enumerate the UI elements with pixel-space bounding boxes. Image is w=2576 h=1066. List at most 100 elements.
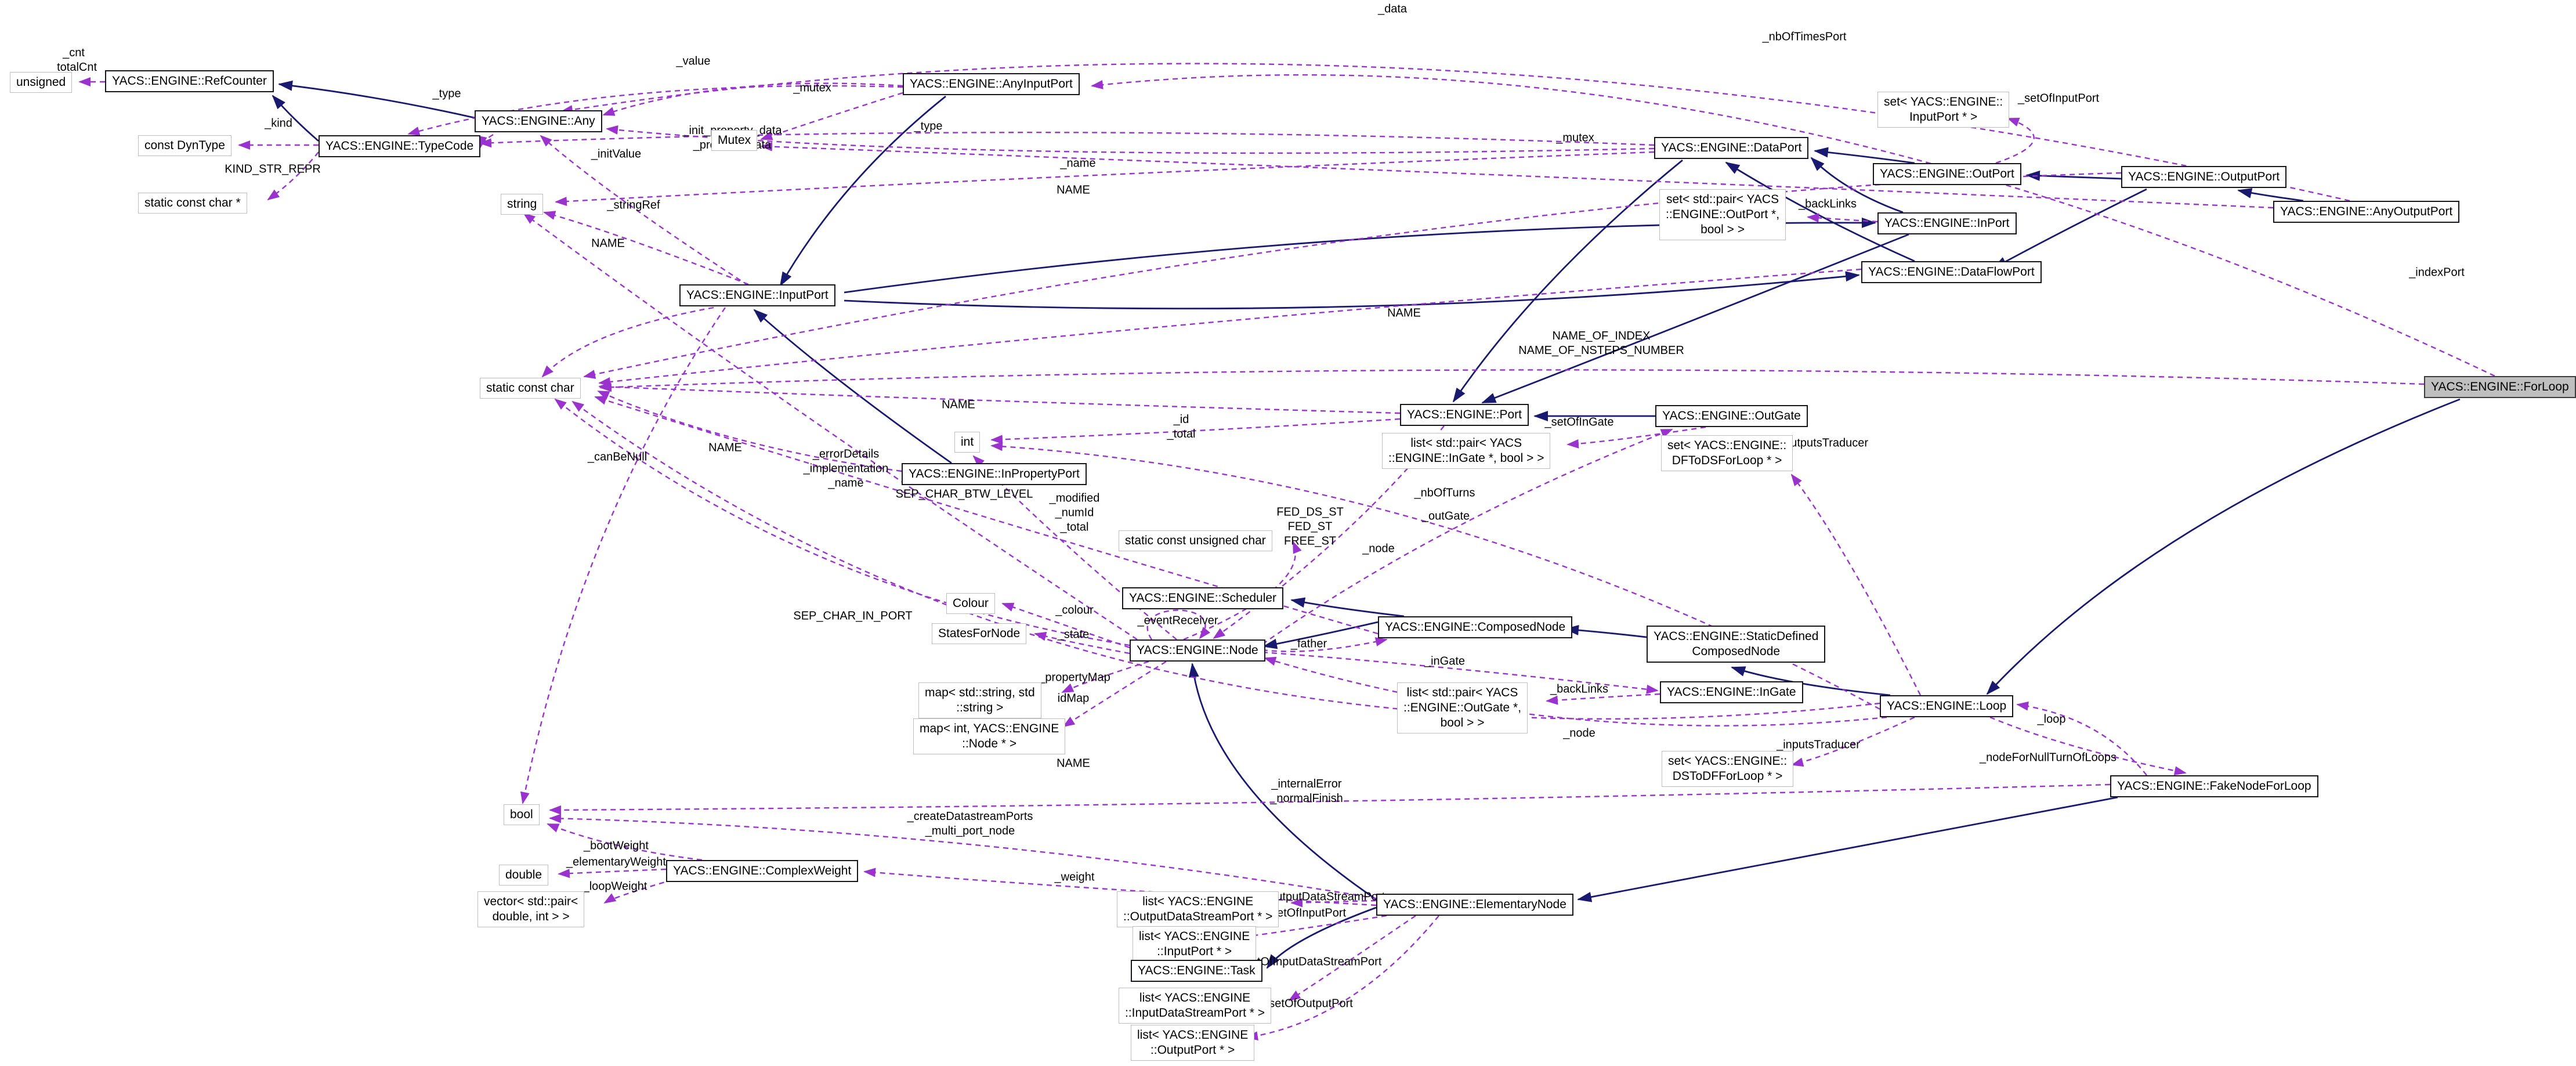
class-node-inport[interactable]: YACS::ENGINE::InPort bbox=[1877, 212, 2017, 234]
inheritance-edge bbox=[1452, 159, 1683, 403]
edge-label: _loop bbox=[2037, 713, 2066, 726]
edge-label: _name bbox=[1060, 157, 1096, 170]
type-node-mutex: Mutex bbox=[711, 130, 758, 151]
type-node-int: int bbox=[954, 432, 981, 453]
class-node-ingate[interactable]: YACS::ENGINE::InGate bbox=[1660, 681, 1803, 703]
edge-label: _setOfInputPort bbox=[1264, 906, 1347, 920]
edge-label: _inGate bbox=[1424, 655, 1466, 668]
edge-label: NAME_OF_INDEX NAME_OF_NSTEPS_NUMBER bbox=[1518, 330, 1684, 357]
usage-edge bbox=[1989, 716, 2187, 776]
class-node-inpropertyport[interactable]: YACS::ENGINE::InPropertyPort bbox=[902, 463, 1087, 485]
usage-edge bbox=[1290, 898, 1377, 908]
type-node-staticcharstar: static const char * bbox=[138, 193, 247, 214]
class-node-outputport[interactable]: YACS::ENGINE::OutputPort bbox=[2121, 166, 2287, 188]
edge-label: _node bbox=[1563, 727, 1595, 740]
type-node-setdstodf: set< YACS::ENGINE:: DSToDFForLoop * > bbox=[1662, 751, 1794, 787]
type-node-staticchar: static const char bbox=[480, 378, 581, 399]
edge-label: NAME bbox=[1387, 306, 1421, 320]
type-node-mapintnode: map< int, YACS::ENGINE ::Node * > bbox=[913, 718, 1066, 754]
edge-label: _elementaryWeight bbox=[566, 855, 666, 869]
type-node-listinputport: list< YACS::ENGINE ::InputPort * > bbox=[1133, 926, 1257, 962]
type-node-mapstrstr: map< std::string, std ::string > bbox=[918, 682, 1041, 718]
type-node-dyntype: const DynType bbox=[138, 135, 231, 156]
usage-edge bbox=[598, 382, 1401, 414]
inheritance-edge bbox=[278, 80, 475, 119]
usage-edge bbox=[760, 142, 2274, 209]
class-node-outport[interactable]: YACS::ENGINE::OutPort bbox=[1873, 163, 2021, 185]
inheritance-edge bbox=[1564, 624, 1647, 638]
edge-label: _type bbox=[914, 120, 943, 133]
type-node-staticuchar: static const unsigned char bbox=[1119, 530, 1272, 551]
class-node-anyinputport[interactable]: YACS::ENGINE::AnyInputPort bbox=[903, 73, 1080, 95]
usage-edge bbox=[602, 82, 903, 116]
edge-label: _propertyMap bbox=[1039, 671, 1110, 684]
edge-label: _setOfInGate bbox=[1544, 415, 1614, 429]
edge-label: _bootWeight bbox=[584, 839, 649, 852]
usage-edge bbox=[597, 390, 902, 472]
class-node-dataport[interactable]: YACS::ENGINE::DataPort bbox=[1654, 137, 1809, 159]
edge-label: NAME bbox=[708, 441, 742, 454]
usage-edge bbox=[1034, 631, 1130, 655]
class-node-fakenode[interactable]: YACS::ENGINE::FakeNodeForLoop bbox=[2110, 775, 2318, 797]
usage-edge bbox=[2016, 701, 2147, 776]
usage-edge bbox=[760, 92, 903, 140]
usage-edge bbox=[1807, 213, 1878, 223]
inheritance-edge bbox=[1266, 906, 1377, 969]
usage-edge bbox=[547, 823, 703, 861]
class-node-scheduler[interactable]: YACS::ENGINE::Scheduler bbox=[1122, 587, 1284, 609]
edge-label: _createDatastreamPorts _multi_port_node bbox=[907, 810, 1033, 837]
usage-edge bbox=[1062, 660, 1167, 728]
type-node-listpairoutgate: list< std::pair< YACS ::ENGINE::OutGate … bbox=[1397, 682, 1528, 733]
class-node-sdcn[interactable]: YACS::ENGINE::StaticDefined ComposedNode bbox=[1647, 626, 1826, 663]
class-node-forloop: YACS::ENGINE::ForLoop bbox=[2424, 376, 2576, 398]
class-node-task[interactable]: YACS::ENGINE::Task bbox=[1131, 960, 1262, 982]
edge-label: NAME bbox=[1057, 757, 1090, 770]
type-node-string: string bbox=[501, 194, 544, 215]
class-node-any[interactable]: YACS::ENGINE::Any bbox=[475, 110, 602, 132]
type-node-colour: Colour bbox=[946, 593, 995, 614]
usage-edge bbox=[479, 132, 1655, 148]
class-node-complexweight[interactable]: YACS::ENGINE::ComplexWeight bbox=[666, 860, 859, 882]
type-node-unsigned: unsigned bbox=[10, 72, 73, 93]
edge-label: _nodeForNullTurnOfLoops bbox=[1979, 751, 2117, 764]
usage-edge bbox=[558, 868, 667, 879]
class-node-elementarynode[interactable]: YACS::ENGINE::ElementaryNode bbox=[1376, 894, 1573, 916]
usage-edge bbox=[603, 879, 674, 904]
class-node-dataflowport[interactable]: YACS::ENGINE::DataFlowPort bbox=[1861, 261, 2042, 283]
usage-edge bbox=[1146, 609, 1211, 640]
usage-edge bbox=[543, 211, 749, 286]
edge-label: _loopWeight bbox=[583, 880, 647, 893]
type-node-setpairoutport: set< std::pair< YACS ::ENGINE::OutPort *… bbox=[1659, 189, 1786, 240]
usage-edge bbox=[1061, 660, 1149, 693]
usage-edge bbox=[1262, 428, 1673, 645]
inheritance-edge bbox=[272, 95, 319, 142]
edge-label: _kind bbox=[265, 117, 292, 130]
type-node-listoutdsp: list< YACS::ENGINE ::OutputDataStreamPor… bbox=[1117, 891, 1279, 927]
class-node-typecode[interactable]: YACS::ENGINE::TypeCode bbox=[319, 135, 481, 157]
edge-label: KIND_STR_REPR bbox=[225, 162, 321, 176]
edge-label: _modified _numId _total bbox=[1049, 492, 1100, 534]
usage-edge bbox=[541, 306, 714, 378]
usage-edge bbox=[549, 783, 2111, 815]
edge-label: _canBeNull bbox=[587, 450, 647, 464]
class-node-anyoutputport[interactable]: YACS::ENGINE::AnyOutputPort bbox=[2273, 201, 2460, 223]
usage-edge bbox=[1566, 426, 1706, 449]
edge-label: _data bbox=[1377, 2, 1408, 16]
type-node-listoutputport: list< YACS::ENGINE ::OutputPort * > bbox=[1131, 1025, 1255, 1061]
class-node-composednode[interactable]: YACS::ENGINE::ComposedNode bbox=[1378, 616, 1573, 638]
edge-label: _state bbox=[1057, 628, 1090, 641]
class-node-outgate[interactable]: YACS::ENGINE::OutGate bbox=[1655, 405, 1808, 427]
class-node-loop[interactable]: YACS::ENGINE::Loop bbox=[1880, 695, 2014, 717]
class-node-inputport[interactable]: YACS::ENGINE::InputPort bbox=[679, 284, 835, 306]
class-node-node[interactable]: YACS::ENGINE::Node bbox=[1130, 639, 1265, 662]
class-node-port[interactable]: YACS::ENGINE::Port bbox=[1400, 404, 1529, 426]
edge-label: _inputsTraducer bbox=[1777, 738, 1860, 751]
type-node-bool: bool bbox=[504, 804, 540, 825]
usage-edge bbox=[554, 398, 1130, 646]
edge-label: _stringRef bbox=[607, 198, 660, 212]
class-node-refcounter[interactable]: YACS::ENGINE::RefCounter bbox=[105, 70, 274, 92]
edge-label: _eventReceiver bbox=[1137, 614, 1218, 627]
edge-label: _indexPort bbox=[2409, 266, 2465, 279]
inheritance-edge bbox=[1290, 597, 1405, 617]
